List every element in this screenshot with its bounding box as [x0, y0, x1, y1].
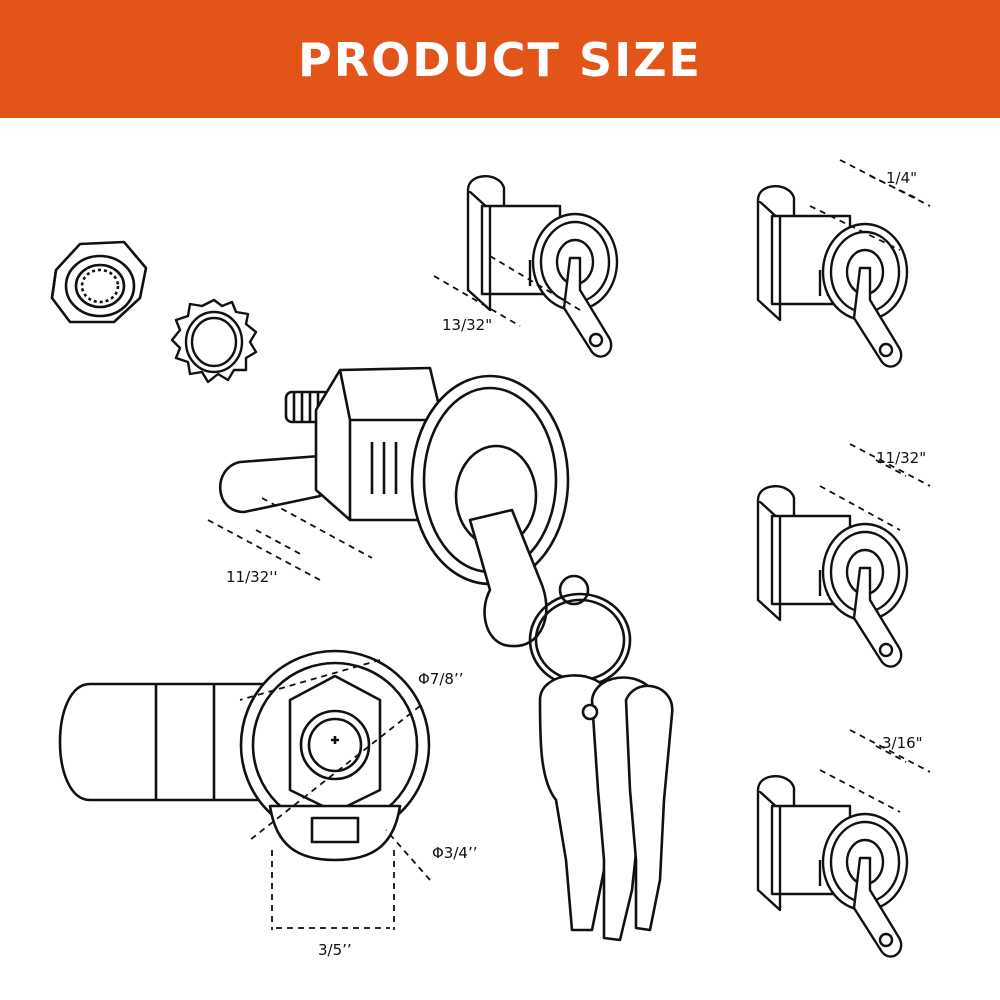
dim-right-2: 11/32" — [876, 449, 926, 467]
key-bunch-illustration — [528, 592, 674, 942]
dim-cam-width: 3/5’’ — [318, 941, 352, 959]
hex-nut-icon — [50, 240, 148, 324]
right-lock-1-illustration — [756, 185, 909, 368]
right-lock-2-illustration — [756, 485, 909, 668]
dim-top-depth: 13/32" — [442, 316, 492, 334]
dim-right-1: 1/4" — [886, 169, 917, 187]
right-lock-3-illustration — [756, 775, 909, 958]
header-banner: PRODUCT SIZE — [0, 0, 1000, 118]
dim-nut-diameter: Φ7/8’’ — [418, 670, 463, 688]
main-lock-illustration — [218, 366, 590, 648]
dimension-lines — [207, 159, 931, 930]
dim-main-depth: 11/32'' — [226, 568, 277, 586]
lock-washer-icon — [170, 298, 258, 384]
page-title: PRODUCT SIZE — [298, 33, 702, 87]
dim-right-3: 3/16" — [882, 734, 923, 752]
cam-lock-front-view — [58, 649, 431, 862]
key-icon — [624, 684, 674, 932]
dim-flange-diameter: Φ3/4’’ — [432, 844, 477, 862]
key-icon — [538, 674, 612, 932]
